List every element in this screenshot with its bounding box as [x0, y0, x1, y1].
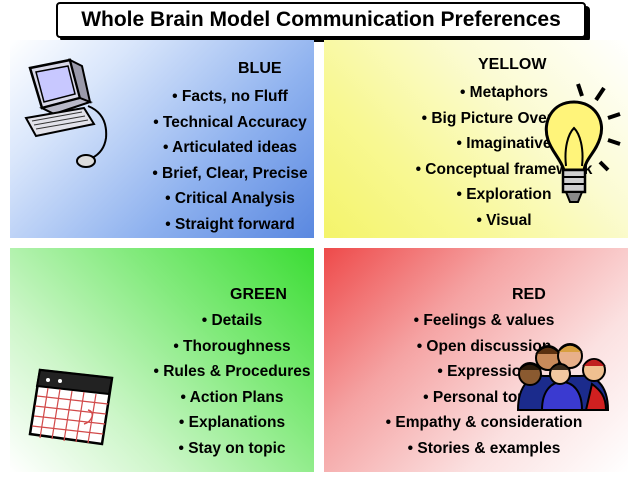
list-item: • Straight forward [165, 215, 295, 233]
list-item: • Action Plans [180, 388, 284, 406]
heading-yellow: YELLOW [478, 56, 547, 73]
heading-red: RED [512, 286, 546, 303]
list-item: • Articulated ideas [162, 139, 298, 156]
list-item: • Details [201, 312, 263, 329]
list-item: • Metaphors [459, 84, 549, 101]
list-yellow: • Metaphors • Big Picture Overview • Ima… [379, 80, 629, 233]
list-item: • Exploration [456, 186, 552, 203]
list-item: • Rules & Procedures [153, 363, 311, 380]
quadrant-blue: BLUE • Facts, no Fluff • Technical Accur… [10, 40, 314, 238]
list-red: • Feelings & values • Open discussion • … [364, 308, 604, 461]
list-item: • Conceptual framework [415, 160, 593, 178]
list-item: • Feelings & values [413, 312, 555, 329]
quadrant-green: GREEN • Details • Thoroughness • Rules &… [10, 248, 314, 472]
list-item: • Stay on topic [178, 439, 286, 457]
quadrant-red: RED • Feelings & values • Open discussio… [324, 248, 628, 472]
list-item: • Big Picture Overview [421, 109, 587, 127]
light-bulb-icon [544, 83, 621, 203]
list-item: • Expression [437, 363, 531, 380]
list-blue: • Facts, no Fluff • Technical Accuracy •… [135, 84, 325, 237]
quadrant-yellow: YELLOW • Metaphors • Big Picture Overvie… [324, 40, 628, 238]
list-item: • Critical Analysis [165, 190, 295, 207]
list-item: • Brief, Clear, Precise [152, 164, 308, 182]
list-item: • Technical Accuracy [153, 113, 307, 131]
list-green: • Details • Thoroughness • Rules & Proce… [136, 308, 328, 461]
list-item: • Personal touch [423, 388, 545, 406]
list-item: • Thoroughness [173, 337, 291, 355]
list-item: • Imaginative [456, 135, 552, 152]
heading-green: GREEN [230, 286, 287, 303]
heading-blue: BLUE [238, 60, 282, 77]
list-item: • Visual [476, 211, 532, 229]
computer-icon [24, 58, 108, 168]
list-item: • Explanations [178, 414, 286, 431]
people-group-icon [516, 343, 610, 411]
list-item: • Empathy & consideration [385, 414, 583, 431]
title-box: Whole Brain Model Communication Preferen… [56, 2, 586, 38]
list-item: • Stories & examples [407, 439, 561, 457]
calendar-icon [28, 368, 114, 446]
list-item: • Open discussion [416, 337, 552, 355]
page-title: Whole Brain Model Communication Preferen… [81, 8, 561, 31]
list-item: • Facts, no Fluff [172, 88, 288, 105]
